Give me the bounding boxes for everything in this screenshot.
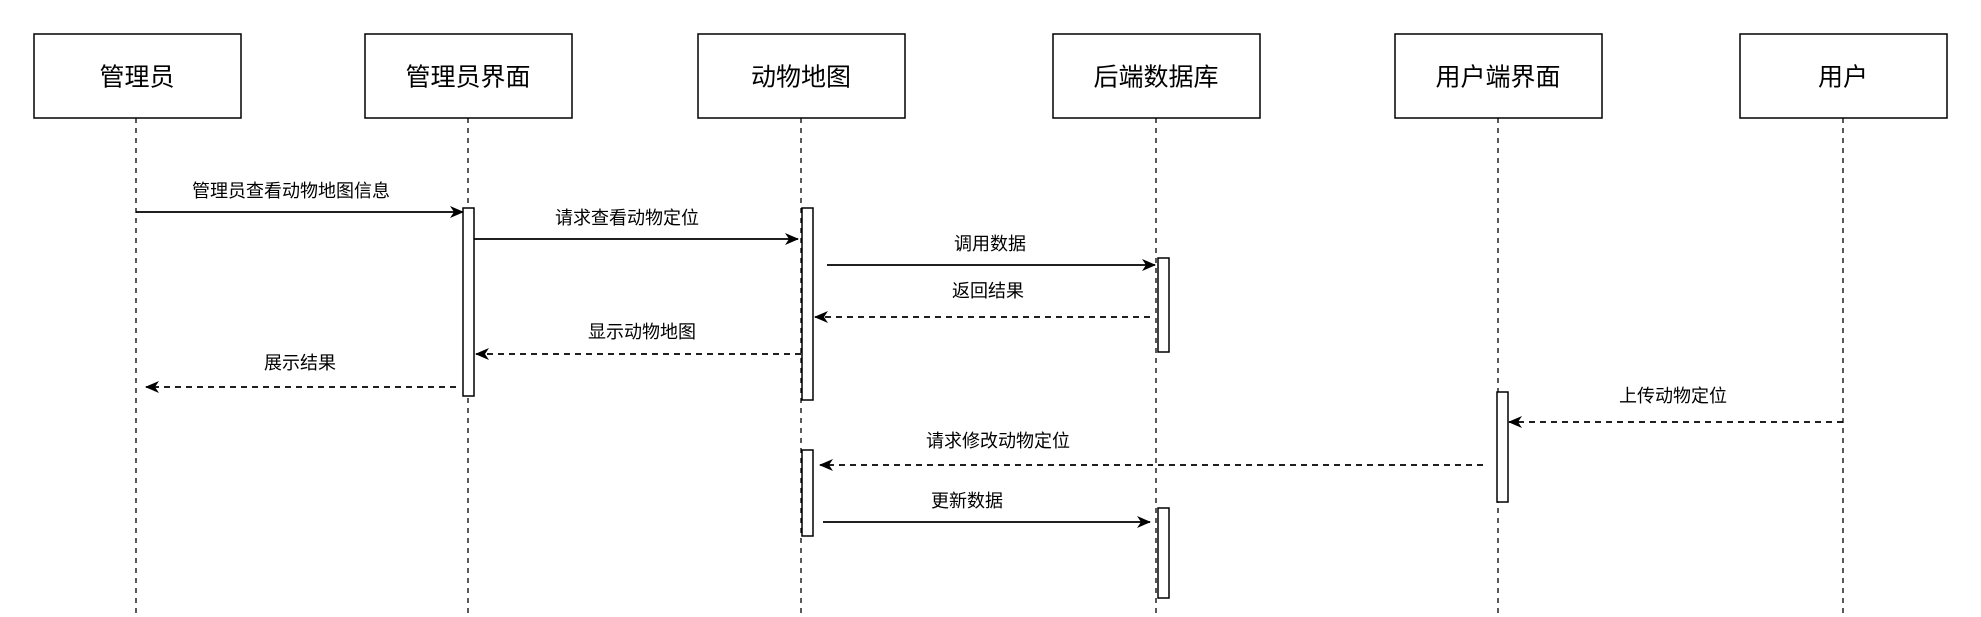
message: 更新数据 [823, 491, 1151, 528]
message: 显示动物地图 [475, 322, 801, 360]
messages: 管理员查看动物地图信息 请求查看动物定位 调用数据 返回结果 显示动物地图 展示… [136, 181, 1843, 528]
message: 请求查看动物定位 [474, 208, 799, 245]
actor-label: 管理员 [99, 63, 174, 92]
actor-backend-db: 后端数据库 [1052, 33, 1261, 119]
message-label: 显示动物地图 [588, 322, 696, 343]
message-label: 更新数据 [931, 491, 1003, 512]
message-label: 调用数据 [954, 234, 1026, 255]
actor-label: 动物地图 [751, 63, 851, 92]
actor-label: 管理员界面 [405, 63, 530, 92]
activation-bars [462, 207, 1509, 599]
message: 返回结果 [814, 281, 1150, 323]
activation-backend-db-1 [1157, 257, 1170, 353]
actor-animal-map: 动物地图 [697, 33, 906, 119]
message-label: 上传动物定位 [1619, 386, 1727, 407]
actor-admin-ui: 管理员界面 [364, 33, 573, 119]
message: 展示结果 [145, 353, 456, 393]
message: 请求修改动物定位 [819, 431, 1483, 471]
message-label: 返回结果 [952, 281, 1024, 302]
activation-animal-map-2 [801, 449, 814, 537]
message-label: 展示结果 [264, 353, 336, 374]
actor-user-ui: 用户端界面 [1394, 33, 1603, 119]
message-label: 管理员查看动物地图信息 [192, 181, 390, 202]
actor-admin: 管理员 [33, 33, 242, 119]
activation-animal-map-1 [801, 207, 814, 401]
actor-label: 用户端界面 [1435, 63, 1560, 92]
actor-label: 后端数据库 [1093, 63, 1218, 92]
message-label: 请求修改动物定位 [926, 431, 1070, 452]
actor-user: 用户 [1739, 33, 1948, 119]
activation-admin-ui [462, 207, 475, 397]
message: 调用数据 [827, 234, 1156, 271]
message-label: 请求查看动物定位 [555, 208, 699, 229]
actors: 管理员 管理员界面 动物地图 后端数据库 用户端界面 用户 [33, 33, 1948, 119]
activation-user-ui [1496, 391, 1509, 503]
message: 上传动物定位 [1508, 386, 1843, 428]
message: 管理员查看动物地图信息 [136, 181, 464, 218]
activation-backend-db-2 [1157, 507, 1170, 599]
lifelines [135, 118, 1844, 617]
actor-label: 用户 [1818, 63, 1868, 92]
